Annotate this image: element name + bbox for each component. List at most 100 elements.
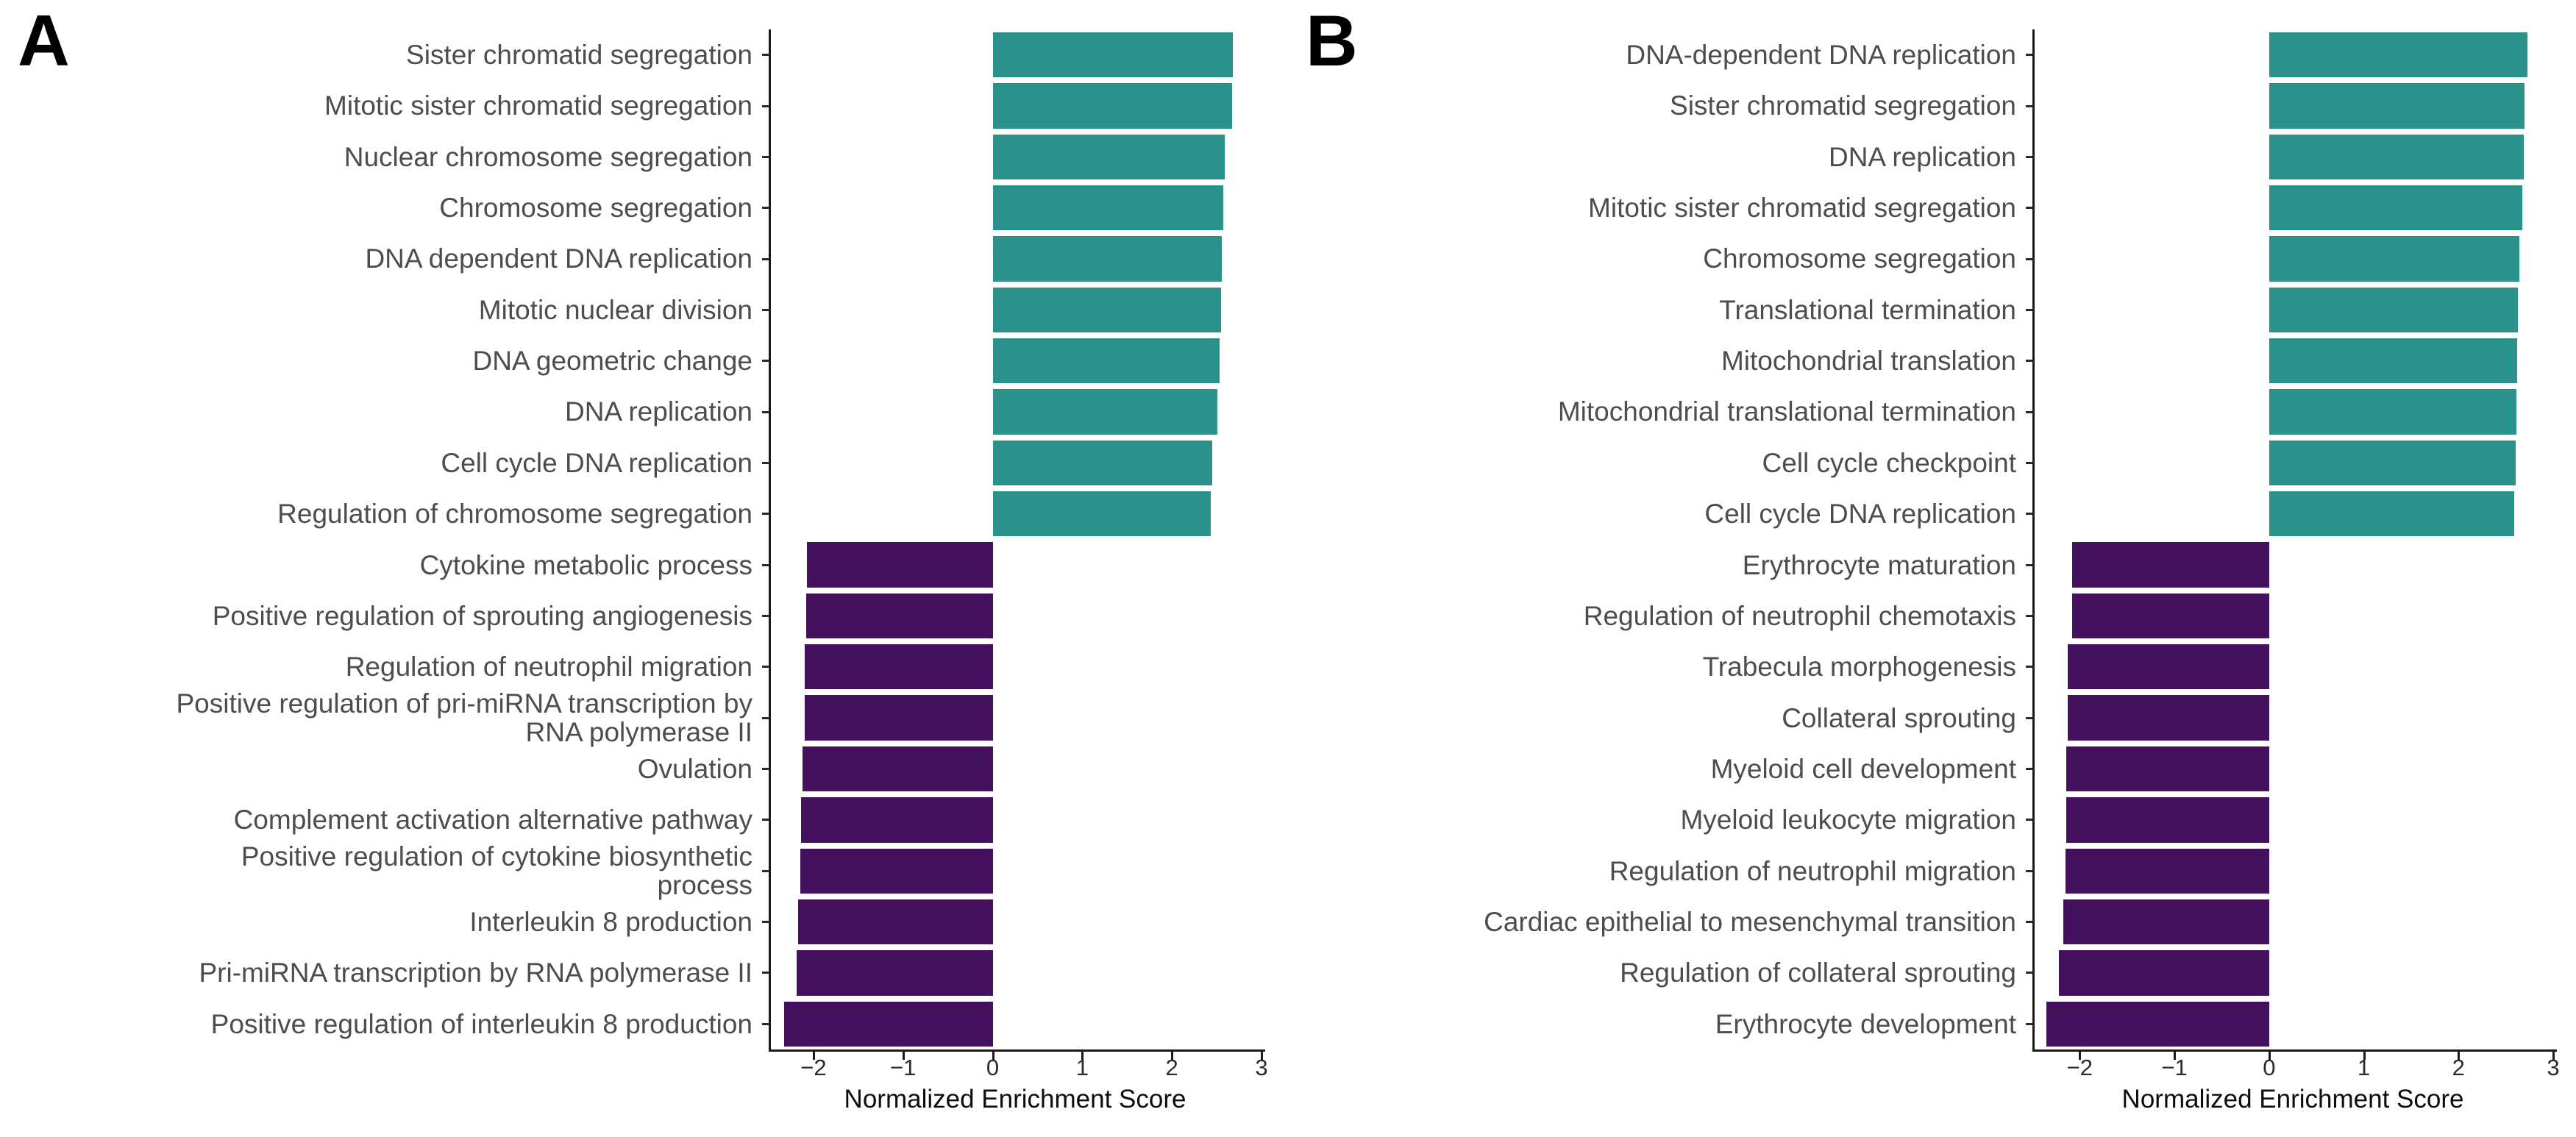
bar-track [769,999,1262,1049]
y-axis-tick [2026,614,2032,617]
category-label: Sister chromatid segregation [406,40,752,71]
x-axis-tick [992,1052,995,1060]
negative-nes-bar [804,695,993,741]
category-label: Pri-miRNA transcription by RNA polymeras… [199,958,752,988]
negative-nes-bar [783,1001,993,1047]
bar-row: Translational termination [1288,285,2576,335]
category-label: Regulation of neutrophil chemotaxis [1583,600,2016,631]
bar-track [769,846,1262,897]
category-label: Cytokine metabolic process [419,549,752,580]
negative-nes-bar [2072,593,2269,639]
bar-row: Mitochondrial translational termination [1288,386,2576,437]
bar-track [2032,182,2553,233]
panel-a-letter: A [18,0,70,81]
bar-track [2032,897,2553,947]
negative-nes-bar [798,899,993,945]
x-axis-tick [2174,1052,2177,1060]
negative-nes-bar [2063,899,2269,945]
panel-a-x-axis-line [769,1049,1265,1052]
bar-track [769,641,1262,692]
x-axis-tick [2079,1052,2082,1060]
bar-track [769,80,1262,131]
bar-row: DNA replication [0,386,1288,437]
bar-row: Trabecula morphogenesis [1288,641,2576,692]
bar-row: Erythrocyte maturation [1288,539,2576,590]
bar-track [769,438,1262,488]
category-label: Cell cycle DNA replication [1704,499,2016,530]
bar-row: Interleukin 8 production [0,897,1288,947]
bar-track [2032,539,2553,590]
bar-row: Sister chromatid segregation [1288,80,2576,131]
positive-nes-bar [2269,440,2516,486]
bar-row: Nuclear chromosome segregation [0,132,1288,182]
bar-track [769,897,1262,947]
y-axis-tick [762,1022,769,1025]
bar-row: Pri-miRNA transcription by RNA polymeras… [0,947,1288,998]
category-label: Mitochondrial translational termination [1557,396,2016,427]
bar-track [2032,947,2553,998]
y-axis-tick [762,54,769,57]
bar-row: Regulation of chromosome segregation [0,488,1288,539]
category-label: DNA-dependent DNA replication [1626,40,2016,71]
panel-a-y-axis-line [769,29,771,1052]
y-axis-tick [2026,819,2032,821]
panel-b-y-axis-line [2032,29,2035,1052]
bar-track [2032,641,2553,692]
bar-row: DNA geometric change [0,335,1288,386]
bar-track [2032,692,2553,743]
category-label: Regulation of neutrophil migration [345,652,752,682]
bar-row: Positive regulation of pri-miRNA transcr… [0,688,1288,748]
y-axis-tick [762,767,769,770]
negative-nes-bar [807,542,993,588]
x-axis-tick [902,1052,905,1060]
category-label: Positive regulation of pri-miRNA transcr… [176,688,753,748]
bar-row: Cytokine metabolic process [0,539,1288,590]
bar-track [769,182,1262,233]
bar-track [2032,132,2553,182]
bar-row: Regulation of collateral sprouting [1288,947,2576,998]
category-label: DNA dependent DNA replication [365,243,752,274]
y-axis-tick [2026,257,2032,260]
panel-a-x-axis-title: Normalized Enrichment Score [844,1085,1186,1113]
category-label: DNA replication [1828,141,2016,172]
positive-nes-bar [2269,287,2519,333]
x-axis-tick [812,1052,815,1060]
bar-row: Cardiac epithelial to mesenchymal transi… [1288,897,2576,947]
category-label: Erythrocyte development [1715,1008,2016,1039]
y-axis-tick [2026,104,2032,107]
category-label: Erythrocyte maturation [1742,549,2016,580]
panel-b-x-axis-title: Normalized Enrichment Score [2121,1085,2464,1113]
category-label: Cell cycle DNA replication [441,447,752,478]
bar-track [2032,80,2553,131]
y-axis-tick [762,257,769,260]
category-label: Mitotic sister chromatid segregation [1588,193,2016,224]
y-axis-tick [2026,921,2032,924]
bar-row: Regulation of neutrophil migration [0,641,1288,692]
y-axis-tick [2026,513,2032,516]
negative-nes-bar [2066,746,2269,792]
category-label: Positive regulation of interleukin 8 pro… [210,1008,752,1039]
negative-nes-bar [2072,542,2269,588]
positive-nes-bar [992,236,1223,282]
category-label: Interleukin 8 production [469,906,752,937]
bar-row: Chromosome segregation [0,182,1288,233]
bar-track [2032,794,2553,845]
panel-b-letter: B [1306,0,1358,81]
bar-track [2032,488,2553,539]
y-axis-tick [762,207,769,210]
positive-nes-bar [2269,236,2519,282]
y-axis-tick [2026,308,2032,311]
bar-track [769,692,1262,743]
x-axis-tick-label: 3 [1255,1055,1268,1080]
positive-nes-bar [992,134,1225,180]
positive-nes-bar [2269,134,2525,180]
y-axis-tick [762,869,769,872]
negative-nes-bar [2046,1001,2269,1047]
positive-nes-bar [992,185,1223,231]
category-label: Chromosome segregation [1703,243,2016,274]
y-axis-tick [2026,716,2032,719]
bar-track [2032,285,2553,335]
